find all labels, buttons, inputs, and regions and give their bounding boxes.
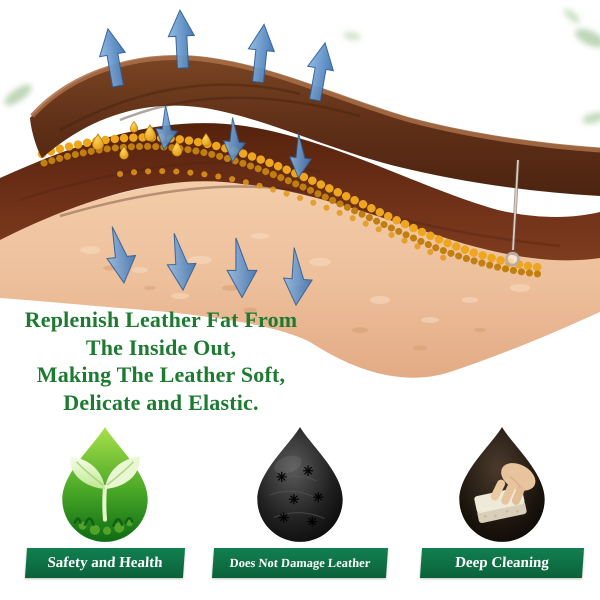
fat-beads [37,133,551,278]
feature-safety: Safety and Health [22,424,188,578]
sprout-droplet-icon [62,427,148,542]
tan-texture [80,233,530,323]
headline-line-4: Delicate and Elastic. [63,389,259,415]
leather-droplet-icon [257,427,343,542]
feature-no-damage: Does Not Damage Leather [211,424,389,578]
feature-label: Safety and Health [46,554,164,571]
headline-line-3: Making The Leather Soft, [36,362,286,387]
leather-top-layer [30,55,600,197]
leather-tufts [276,465,324,527]
oil-droplet-icon [129,120,139,133]
feature-deep-cleaning: Deep Cleaning [417,424,587,578]
hand [490,463,536,505]
feature-label: Deep Cleaning [454,554,550,571]
feature-banner-no-damage: Does Not Damage Leather [211,548,389,578]
headline: Replenish Leather Fat From The Inside Ou… [0,306,322,416]
sponge-droplet-icon [459,427,545,542]
top-streaks [59,83,361,132]
grass-blades [73,517,134,528]
oil-droplet-icon [92,133,104,151]
feature-label: Does Not Damage Leather [229,555,371,570]
feature-banner-safety: Safety and Health [24,548,186,578]
headline-line-1: Replenish Leather Fat From [24,307,298,332]
needle-icon [505,159,520,267]
sprout-stem [102,484,108,522]
feature-banner-deep-cleaning: Deep Cleaning [419,548,585,578]
headline-line-2: The Inside Out, [85,334,237,360]
leather-cross-section-diagram [0,8,600,378]
